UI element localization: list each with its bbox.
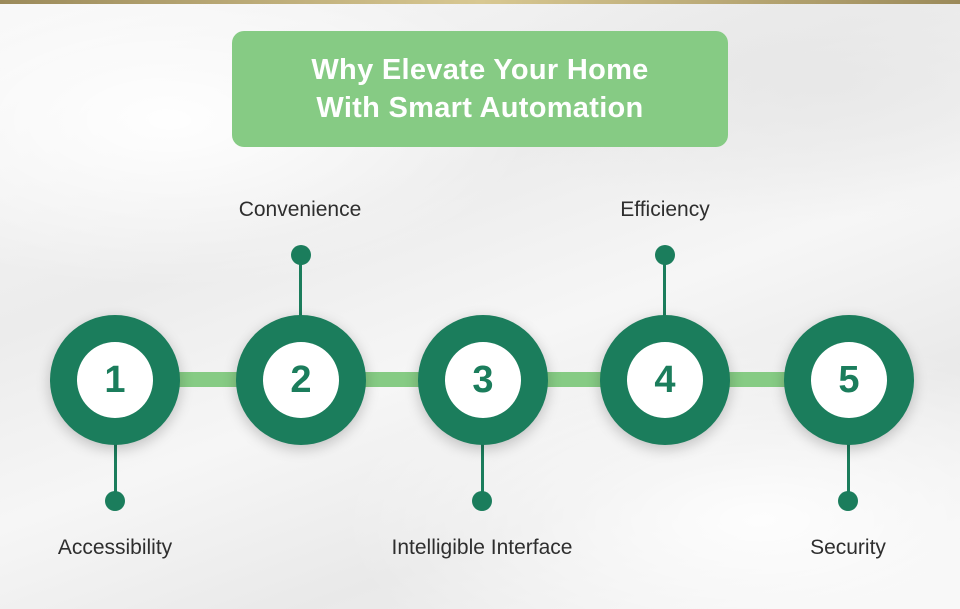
step-2-number: 2 xyxy=(263,342,339,418)
step-1-stem xyxy=(114,440,117,502)
top-border-strip xyxy=(0,0,960,4)
step-5-dot xyxy=(838,491,858,511)
step-5-label: Security xyxy=(810,536,886,559)
step-5-circle: 5 xyxy=(784,315,914,445)
title-line-2: With Smart Automation xyxy=(316,92,644,124)
step-4-number: 4 xyxy=(627,342,703,418)
step-3-dot xyxy=(472,491,492,511)
title-line-1: Why Elevate Your Home xyxy=(311,54,649,86)
step-5-number: 5 xyxy=(811,342,887,418)
title-banner: Why Elevate Your Home With Smart Automat… xyxy=(232,31,728,147)
step-2-stem xyxy=(299,255,302,319)
step-4-stem xyxy=(663,255,666,319)
step-2-label: Convenience xyxy=(238,198,362,221)
step-1-number: 1 xyxy=(77,342,153,418)
step-3-circle: 3 xyxy=(418,315,548,445)
step-1-label: Accessibility xyxy=(57,536,173,559)
step-4-circle: 4 xyxy=(600,315,730,445)
step-1-dot xyxy=(105,491,125,511)
step-3-number: 3 xyxy=(445,342,521,418)
step-4-label: Efficiency xyxy=(620,198,710,221)
step-2-circle: 2 xyxy=(236,315,366,445)
step-5-stem xyxy=(847,440,850,502)
step-1-circle: 1 xyxy=(50,315,180,445)
step-3-label: Intelligible Interface xyxy=(391,536,573,559)
step-3-stem xyxy=(481,440,484,502)
